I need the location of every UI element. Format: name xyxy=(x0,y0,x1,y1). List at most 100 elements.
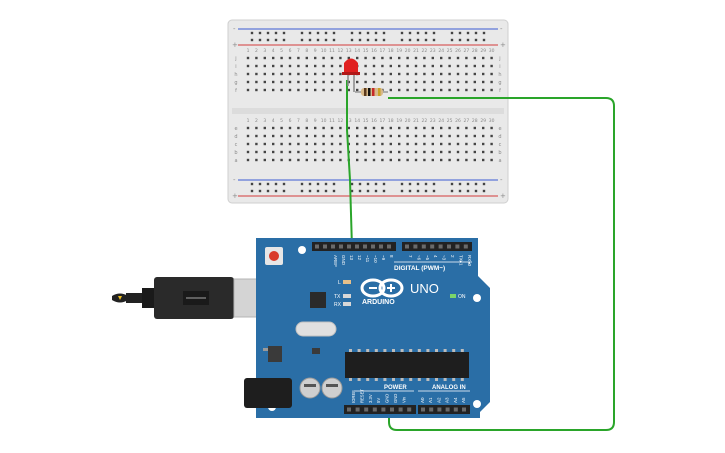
terminal-hole[interactable] xyxy=(356,142,359,146)
rail-hole[interactable] xyxy=(474,31,478,35)
power-jack[interactable] xyxy=(244,378,292,408)
terminal-hole[interactable] xyxy=(280,126,283,130)
terminal-hole[interactable] xyxy=(255,88,258,92)
power-pin[interactable] xyxy=(355,407,360,412)
rail-hole[interactable] xyxy=(358,31,362,35)
terminal-hole[interactable] xyxy=(280,72,283,76)
terminal-hole[interactable] xyxy=(255,134,258,138)
terminal-hole[interactable] xyxy=(440,150,443,154)
terminal-hole[interactable] xyxy=(330,72,334,76)
rail-hole[interactable] xyxy=(450,31,454,35)
terminal-hole[interactable] xyxy=(490,126,493,130)
rail-hole[interactable] xyxy=(266,189,270,193)
rail-hole[interactable] xyxy=(482,38,486,42)
terminal-hole[interactable] xyxy=(406,80,409,84)
terminal-hole[interactable] xyxy=(414,64,418,68)
terminal-hole[interactable] xyxy=(305,72,308,76)
terminal-hole[interactable] xyxy=(381,134,384,138)
terminal-hole[interactable] xyxy=(490,64,493,68)
terminal-hole[interactable] xyxy=(482,64,485,68)
digital-header-left[interactable] xyxy=(312,242,396,251)
terminal-hole[interactable] xyxy=(372,64,376,68)
terminal-hole[interactable] xyxy=(356,158,359,162)
terminal-hole[interactable] xyxy=(440,80,443,84)
terminal-hole[interactable] xyxy=(398,134,401,138)
terminal-hole[interactable] xyxy=(255,150,258,154)
terminal-hole[interactable] xyxy=(482,80,485,84)
terminal-hole[interactable] xyxy=(322,142,325,146)
terminal-hole[interactable] xyxy=(272,72,275,76)
terminal-hole[interactable] xyxy=(456,64,460,68)
rail-hole[interactable] xyxy=(400,38,404,42)
terminal-hole[interactable] xyxy=(246,56,250,60)
terminal-hole[interactable] xyxy=(423,56,426,60)
wire-led-to-pin12[interactable] xyxy=(346,80,353,249)
rail-hole[interactable] xyxy=(416,182,420,186)
reset-button[interactable] xyxy=(269,251,279,261)
terminal-hole[interactable] xyxy=(465,80,468,84)
terminal-hole[interactable] xyxy=(482,142,485,146)
terminal-hole[interactable] xyxy=(482,150,485,154)
terminal-hole[interactable] xyxy=(322,80,325,84)
rail-hole[interactable] xyxy=(416,31,420,35)
terminal-hole[interactable] xyxy=(381,64,384,68)
terminal-hole[interactable] xyxy=(456,88,460,92)
rail-hole[interactable] xyxy=(316,189,320,193)
terminal-hole[interactable] xyxy=(288,88,292,92)
rail-hole[interactable] xyxy=(274,182,278,186)
terminal-hole[interactable] xyxy=(490,134,493,138)
terminal-hole[interactable] xyxy=(364,142,367,146)
terminal-hole[interactable] xyxy=(246,134,250,138)
terminal-hole[interactable] xyxy=(314,150,317,154)
terminal-hole[interactable] xyxy=(389,134,392,138)
terminal-hole[interactable] xyxy=(297,64,300,68)
terminal-hole[interactable] xyxy=(263,56,266,60)
terminal-hole[interactable] xyxy=(322,126,325,130)
terminal-hole[interactable] xyxy=(246,88,250,92)
terminal-hole[interactable] xyxy=(423,72,426,76)
rail-hole[interactable] xyxy=(400,189,404,193)
terminal-hole[interactable] xyxy=(322,56,325,60)
terminal-hole[interactable] xyxy=(255,64,258,68)
rail-hole[interactable] xyxy=(474,182,478,186)
terminal-hole[interactable] xyxy=(297,142,300,146)
terminal-hole[interactable] xyxy=(305,126,308,130)
terminal-hole[interactable] xyxy=(490,72,493,76)
terminal-hole[interactable] xyxy=(473,134,476,138)
terminal-hole[interactable] xyxy=(406,158,409,162)
terminal-hole[interactable] xyxy=(381,158,384,162)
terminal-hole[interactable] xyxy=(440,134,443,138)
rail-hole[interactable] xyxy=(432,182,436,186)
rail-hole[interactable] xyxy=(332,182,336,186)
rail-hole[interactable] xyxy=(250,182,254,186)
terminal-hole[interactable] xyxy=(288,126,292,130)
rail-hole[interactable] xyxy=(350,38,354,42)
terminal-hole[interactable] xyxy=(431,142,434,146)
terminal-hole[interactable] xyxy=(339,134,342,138)
terminal-hole[interactable] xyxy=(356,126,359,130)
terminal-hole[interactable] xyxy=(381,142,384,146)
terminal-hole[interactable] xyxy=(398,56,401,60)
rail-hole[interactable] xyxy=(350,189,354,193)
terminal-hole[interactable] xyxy=(297,150,300,154)
rail-hole[interactable] xyxy=(482,182,486,186)
terminal-hole[interactable] xyxy=(330,134,334,138)
terminal-hole[interactable] xyxy=(347,80,350,84)
digital-pin[interactable] xyxy=(315,244,319,249)
rail-hole[interactable] xyxy=(400,182,404,186)
terminal-hole[interactable] xyxy=(456,142,460,146)
terminal-hole[interactable] xyxy=(272,88,275,92)
terminal-hole[interactable] xyxy=(305,134,308,138)
terminal-hole[interactable] xyxy=(364,150,367,154)
rail-hole[interactable] xyxy=(458,38,462,42)
terminal-hole[interactable] xyxy=(272,158,275,162)
rail-hole[interactable] xyxy=(450,182,454,186)
terminal-hole[interactable] xyxy=(314,56,317,60)
terminal-hole[interactable] xyxy=(322,88,325,92)
terminal-hole[interactable] xyxy=(389,142,392,146)
terminal-hole[interactable] xyxy=(280,56,283,60)
terminal-hole[interactable] xyxy=(347,134,350,138)
terminal-hole[interactable] xyxy=(423,150,426,154)
rail-hole[interactable] xyxy=(366,189,370,193)
rail-hole[interactable] xyxy=(300,38,304,42)
